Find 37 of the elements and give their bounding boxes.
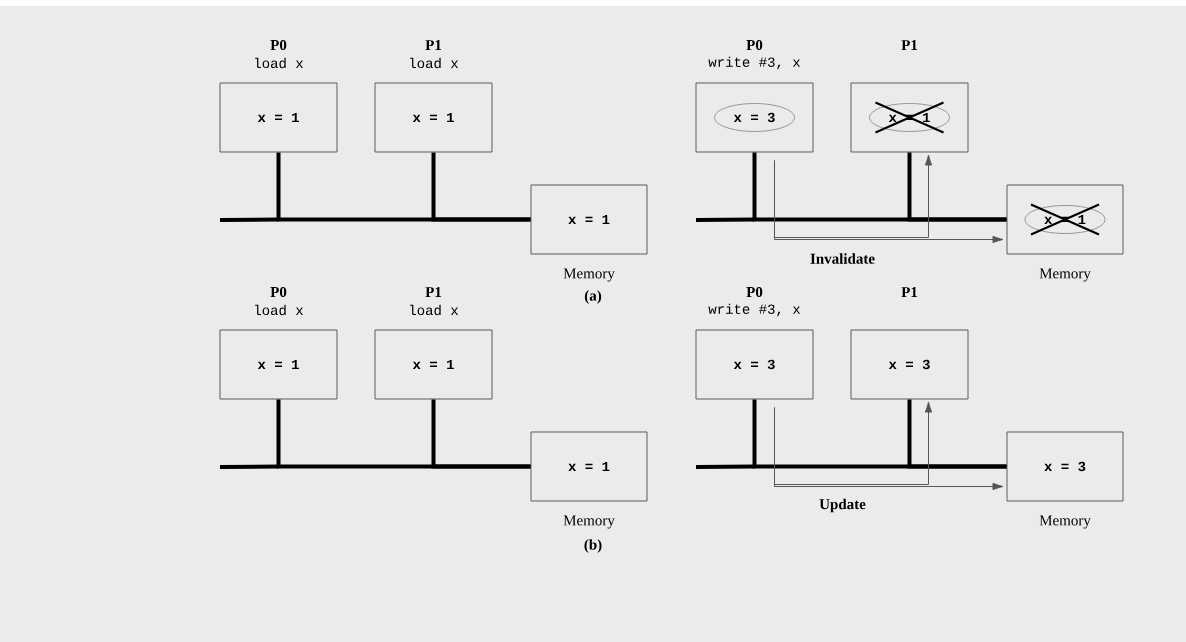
bus-line xyxy=(907,152,1007,222)
memory-box: x = 3 xyxy=(1006,431,1124,502)
processor-box: x = 3 xyxy=(695,329,814,400)
processor-box: x = 1 xyxy=(374,329,493,400)
processor-box: x = 1 xyxy=(219,329,338,400)
panel-caption: (b) xyxy=(584,539,602,553)
processor-label: P1 xyxy=(901,287,918,297)
bus-line xyxy=(431,152,531,222)
processor-label: P0 xyxy=(270,39,287,51)
processor-label: P0 xyxy=(270,286,287,298)
processor-label: P1 xyxy=(425,287,442,297)
instruction-label: load x xyxy=(255,304,304,316)
memory-label: Memory xyxy=(1039,515,1091,529)
processor-label: P0 xyxy=(746,286,763,298)
memory-label: Memory xyxy=(563,515,615,529)
processor-label: P0 xyxy=(746,39,763,51)
panel-caption: (a) xyxy=(584,290,602,304)
processor-box: x = 3 xyxy=(695,82,814,153)
processor-box: x = 1 xyxy=(219,82,338,153)
instruction-label: write #3, x xyxy=(708,303,801,317)
instruction-label: load x xyxy=(410,57,459,69)
memory-box: x = 1 xyxy=(530,431,648,502)
bus-line xyxy=(431,399,531,469)
memory-label: Memory xyxy=(563,268,615,282)
processor-box: x = 3 xyxy=(850,329,969,400)
processor-label: P1 xyxy=(425,40,442,50)
instruction-label: load x xyxy=(255,57,304,69)
memory-box: x = 1 xyxy=(530,184,648,255)
edge-label: Invalidate xyxy=(809,252,876,265)
processor-box: x = 1 xyxy=(374,82,493,153)
memory-label: Memory xyxy=(1039,268,1091,282)
instruction-label: write #3, x xyxy=(708,56,801,70)
processor-label: P1 xyxy=(901,40,918,50)
instruction-label: load x xyxy=(410,304,459,316)
bus-line xyxy=(907,399,1007,469)
signal-arrow xyxy=(774,154,933,238)
signal-arrow xyxy=(774,401,933,485)
